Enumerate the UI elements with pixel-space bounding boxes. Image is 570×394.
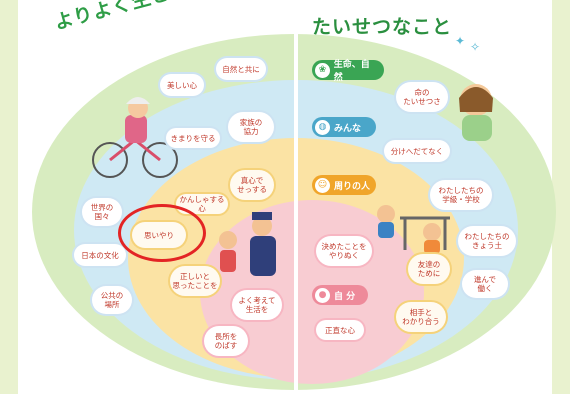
person-icon: ●	[315, 287, 330, 303]
sparkle-icon: ✦	[455, 34, 466, 48]
category-around: ☺ 周りの人	[312, 175, 376, 195]
cloud-sekai: 世界の 国々	[82, 198, 122, 226]
globe-icon: ◍	[315, 119, 330, 135]
category-life-label: 生命、自然	[333, 60, 370, 83]
girl-illustration	[459, 84, 493, 141]
sparkle-icon: ✧	[470, 40, 481, 54]
cloud-kimari: きまりを守る	[166, 128, 220, 148]
cloud-yarinuku: 決めたことを やりぬく	[316, 236, 372, 266]
people-icon: ☺	[315, 177, 330, 193]
cloud-koukyo: 公共の 場所	[92, 286, 132, 314]
category-life: ❀ 生命、自然	[312, 60, 384, 83]
cloud-utsukushii: 美しい心	[160, 74, 204, 96]
bicycle-girl-illustration	[92, 97, 178, 178]
cloud-wakehedate: 分けへだてなく	[384, 140, 450, 162]
cloud-inochi: 命の たいせつさ	[396, 82, 448, 112]
cloud-kyoudo: わたしたちの きょう土	[458, 226, 516, 256]
cloud-chousho: 長所を のばす	[204, 326, 248, 356]
bar-boys-illustration	[377, 205, 450, 254]
title-right: たいせつなこと	[312, 16, 453, 38]
cloud-kazoku: 家族の 協力	[228, 112, 274, 142]
globe-leaf-icon: ❀	[315, 62, 330, 78]
cloud-kansha: かんしゃする心	[176, 194, 228, 214]
cloud-tadashii: 正しいと 思ったことを	[170, 266, 220, 296]
category-self: ● 自 分	[312, 285, 368, 305]
category-everyone-label: みんな	[334, 123, 362, 134]
cloud-yokukangaete: よく考えて 生活を	[232, 290, 282, 320]
cloud-gakkou: わたしたちの 学級・学校	[430, 180, 492, 210]
cloud-tomodachi: 友達の ために	[408, 254, 450, 284]
cloud-wakariau: 相手と わかり合う	[396, 302, 446, 332]
cloud-shoujiki: 正直な心	[316, 320, 364, 340]
cloud-shizen: 自然と共に	[216, 58, 266, 80]
cloud-hataraku: 進んで 働く	[462, 270, 508, 298]
highlight-circle	[118, 204, 206, 262]
category-self-label: 自 分	[334, 291, 356, 302]
cloud-nihon: 日本の文化	[74, 244, 126, 266]
cloud-makoto: 真心で せっする	[230, 170, 274, 200]
category-around-label: 周りの人	[334, 181, 371, 192]
police-illustration	[219, 212, 276, 276]
category-everyone: ◍ みんな	[312, 117, 376, 137]
